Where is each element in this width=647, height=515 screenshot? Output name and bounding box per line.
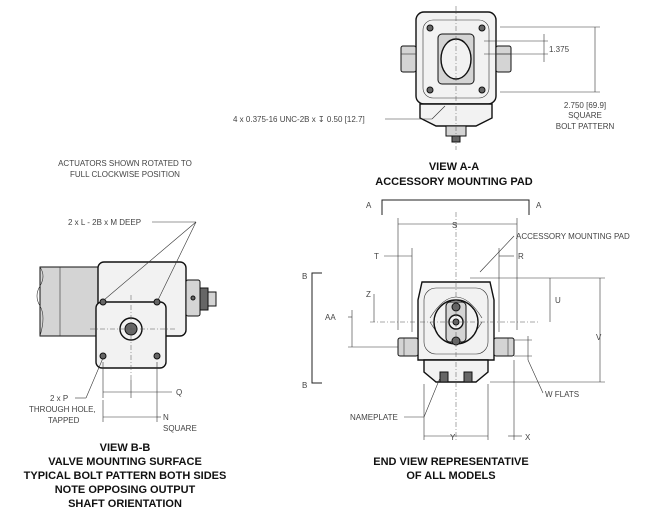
end-view-dim-y: Y (450, 433, 456, 442)
view-bb-dim-n-square: SQUARE (163, 424, 197, 433)
end-view-dim-x: X (525, 433, 531, 442)
end-view-accessory-pad: ACCESSORY MOUNTING PAD (516, 232, 630, 241)
view-bb-title2: VALVE MOUNTING SURFACE (48, 456, 202, 468)
view-aa-dim-2750: 2.750 [69.9] (564, 101, 606, 110)
view-aa-dim-2750-bolt-pattern: BOLT PATTERN (556, 122, 615, 131)
view-bb-title4: NOTE OPPOSING OUTPUT (55, 484, 196, 496)
section-a-right: A (536, 201, 542, 210)
section-b-bottom: B (302, 381, 307, 390)
end-view-dim-r: R (518, 252, 524, 261)
view-bb-callout-p1: 2 x P (50, 394, 68, 403)
end-view-dim-s: S (452, 221, 457, 230)
section-b-top: B (302, 272, 307, 281)
end-view-w-flats: W FLATS (545, 390, 579, 399)
view-aa-thread-note: 4 x 0.375-16 UNC-2B x ↧ 0.50 [12.7] (233, 115, 365, 124)
end-view-dim-u: U (555, 296, 561, 305)
view-bb-dim-n: N (163, 413, 169, 422)
section-a-left: A (366, 201, 372, 210)
view-bb-callout-p3: TAPPED (48, 416, 80, 425)
rotation-note-line1: ACTUATORS SHOWN ROTATED TO (58, 159, 192, 168)
view-bb-callout-l: 2 x L - 2B x M DEEP (68, 218, 141, 227)
view-bb-title3: TYPICAL BOLT PATTERN BOTH SIDES (24, 470, 227, 482)
end-view-title: END VIEW REPRESENTATIVE (373, 456, 528, 468)
rotation-note-line2: FULL CLOCKWISE POSITION (70, 170, 180, 179)
end-view-title2: OF ALL MODELS (406, 470, 495, 482)
view-bb-callout-p2: THROUGH HOLE, (29, 405, 96, 414)
view-bb-drawing (36, 221, 217, 422)
end-view-drawing (311, 199, 605, 440)
end-view-dim-v: V (596, 333, 602, 342)
end-view-dim-aa: AA (325, 313, 336, 322)
view-bb-title: VIEW B-B (100, 442, 151, 454)
view-aa-subtitle: ACCESSORY MOUNTING PAD (375, 176, 533, 188)
view-bb-title5: SHAFT ORIENTATION (68, 498, 182, 510)
view-aa-drawing (385, 6, 600, 150)
view-bb-dim-q: Q (176, 388, 182, 397)
end-view-dim-t: T (374, 252, 379, 261)
view-aa-title: VIEW A-A (429, 161, 479, 173)
view-aa-dim-1375: 1.375 (549, 45, 570, 54)
view-aa-dim-2750-square: SQUARE (568, 111, 602, 120)
end-view-nameplate: NAMEPLATE (350, 413, 398, 422)
end-view-dim-z: Z (366, 290, 371, 299)
